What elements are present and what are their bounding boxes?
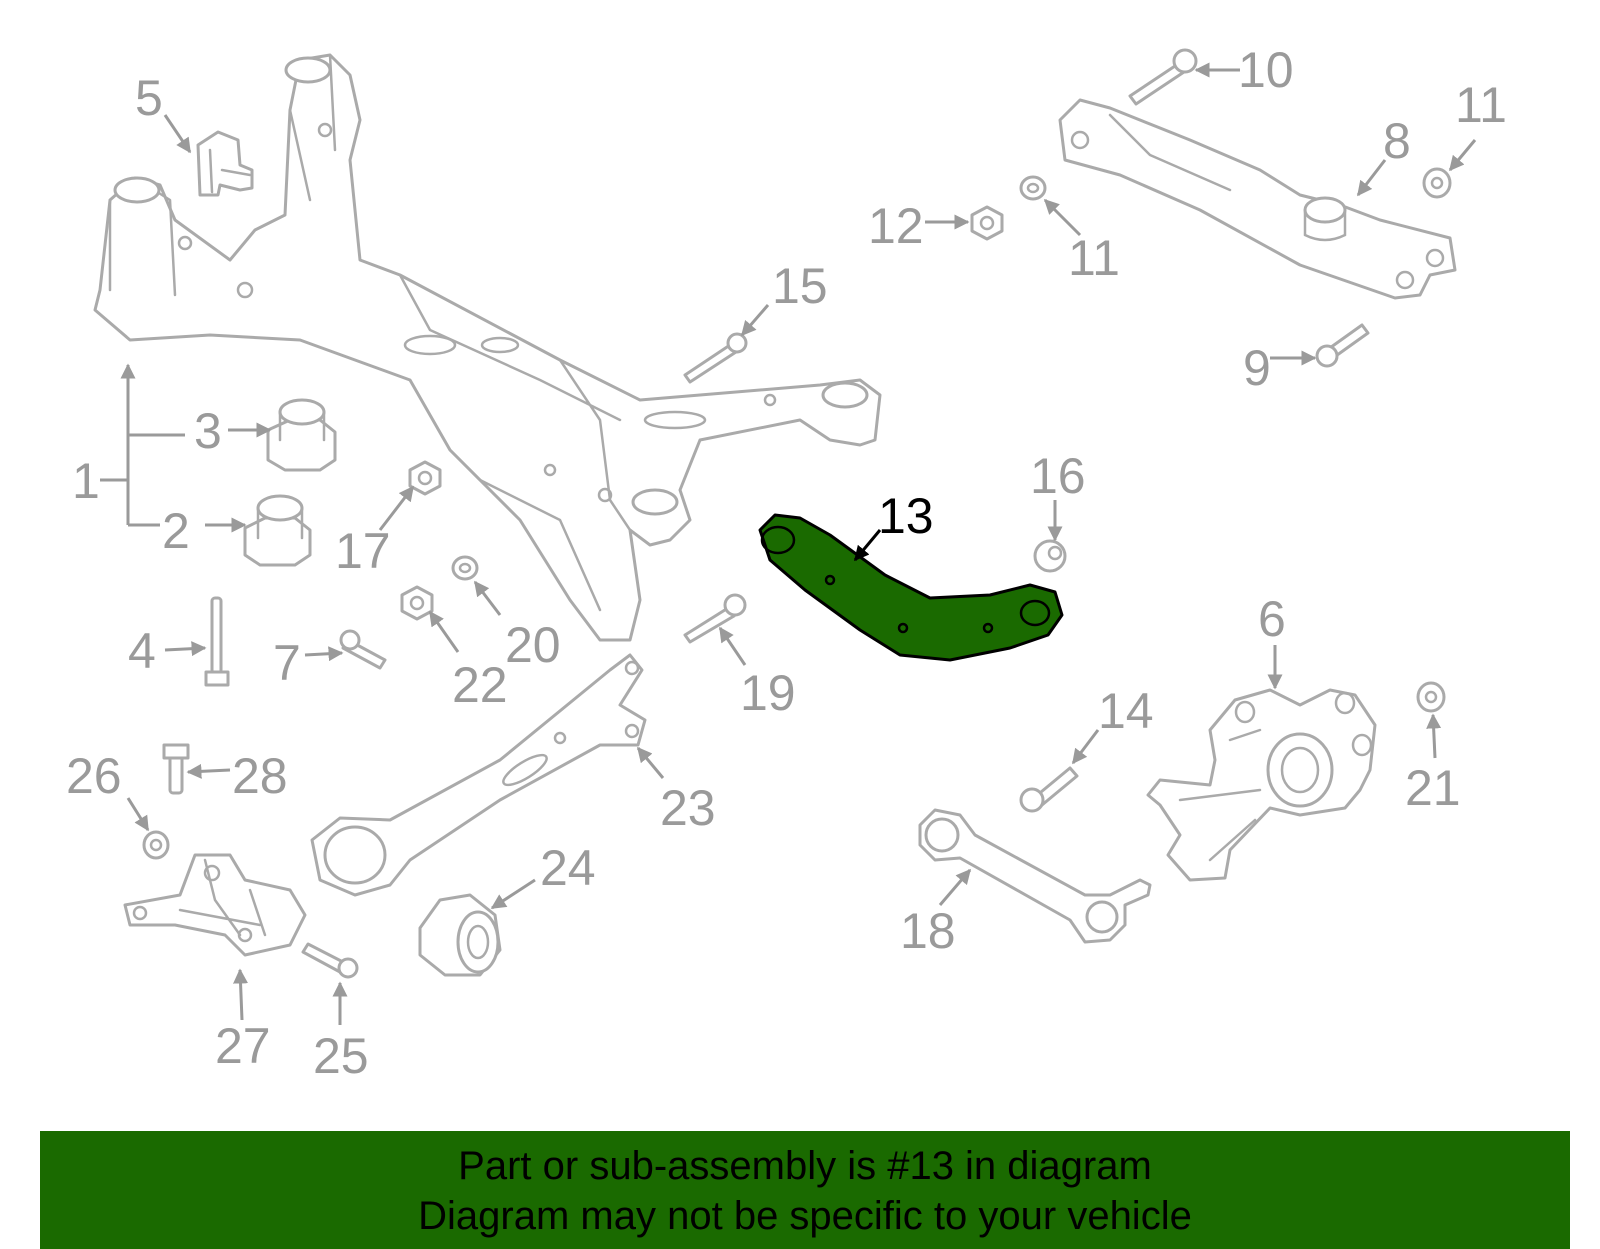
bolt-part-25[interactable]	[301, 942, 359, 979]
callout-28: 28	[232, 748, 288, 804]
callout-27: 27	[215, 1018, 271, 1074]
subframe-part[interactable]	[93, 53, 882, 642]
washer-part-11-lower[interactable]	[1019, 175, 1047, 201]
bushing-part-3[interactable]	[266, 398, 337, 472]
callout-12: 12	[868, 198, 924, 254]
callout-26: 26	[66, 748, 122, 804]
lead-lines	[100, 62, 1477, 1025]
bolt-part-9[interactable]	[1315, 323, 1370, 368]
callout-20: 20	[505, 617, 561, 673]
bolt-part-19[interactable]	[683, 593, 747, 644]
banner-line-2: Diagram may not be specific to your vehi…	[418, 1194, 1192, 1238]
callout-9: 9	[1243, 340, 1271, 396]
callout-5: 5	[135, 70, 163, 126]
callout-11-upper: 11	[1455, 77, 1507, 133]
callout-15: 15	[772, 258, 828, 314]
bracket-part-5[interactable]	[196, 130, 254, 197]
nut-part-17[interactable]	[408, 460, 442, 496]
banner-line-1: Part or sub-assembly is #13 in diagram	[458, 1144, 1152, 1188]
callout-10: 10	[1238, 42, 1294, 98]
knuckle-part-6[interactable]	[1146, 688, 1377, 882]
bolt-part-7[interactable]	[339, 629, 387, 670]
callout-21: 21	[1405, 760, 1461, 816]
callout-4: 4	[128, 623, 156, 679]
nut-part-11-upper[interactable]	[1422, 167, 1452, 199]
callout-23: 23	[660, 780, 716, 836]
nut-part-26[interactable]	[142, 830, 170, 860]
bolt-part-4[interactable]	[204, 596, 230, 687]
callout-17: 17	[335, 523, 391, 579]
bolt-part-28[interactable]	[162, 743, 190, 795]
nut-part-22[interactable]	[400, 585, 434, 621]
callout-22: 22	[452, 657, 508, 713]
nut-part-12[interactable]	[970, 205, 1004, 241]
callout-3: 3	[194, 403, 222, 459]
callout-14: 14	[1098, 683, 1154, 739]
callout-24: 24	[540, 840, 596, 896]
bolt-part-10[interactable]	[1128, 48, 1198, 106]
callout-13: 13	[878, 488, 934, 544]
toe-link-part-18[interactable]	[918, 808, 1152, 944]
control-arm-part-8[interactable]	[1058, 98, 1457, 300]
callout-2: 2	[162, 503, 190, 559]
callout-labels: 1 2 3 4 5 6 7 8 9 10 11 11 12 13 14 15 1…	[66, 42, 1507, 1084]
bushing-part-16[interactable]	[1033, 539, 1067, 573]
callout-16: 16	[1030, 448, 1086, 504]
nut-part-21[interactable]	[1416, 681, 1446, 713]
washer-part-20[interactable]	[451, 555, 479, 581]
info-banner: Part or sub-assembly is #13 in diagram D…	[40, 1131, 1570, 1249]
parts-diagram: 1 2 3 4 5 6 7 8 9 10 11 11 12 13 14 15 1…	[66, 42, 1507, 1084]
callout-7: 7	[273, 635, 301, 691]
callout-18: 18	[900, 903, 956, 959]
callout-1: 1	[72, 453, 100, 509]
bushing-part-24[interactable]	[418, 893, 502, 977]
bolt-part-14[interactable]	[1019, 766, 1079, 813]
callout-25: 25	[313, 1028, 369, 1084]
callout-19: 19	[740, 665, 796, 721]
callout-11-lower: 11	[1068, 230, 1120, 286]
callout-6: 6	[1258, 591, 1286, 647]
callout-8: 8	[1383, 113, 1411, 169]
lateral-arm-part-13[interactable]	[758, 513, 1064, 662]
bolt-part-15[interactable]	[683, 332, 748, 384]
trailing-arm-part-23[interactable]	[310, 653, 647, 897]
bracket-part-27[interactable]	[123, 853, 307, 957]
bushing-part-2[interactable]	[243, 494, 312, 567]
